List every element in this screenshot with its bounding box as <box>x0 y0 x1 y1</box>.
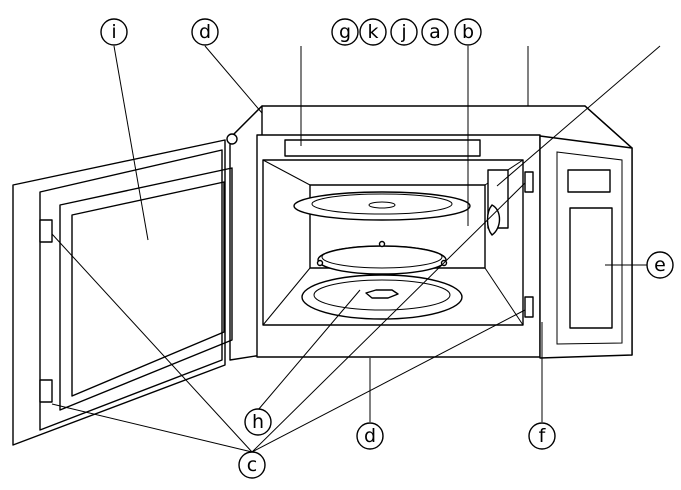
coupler <box>486 204 501 236</box>
door-window-frame <box>59 167 233 411</box>
callout-i: i <box>100 18 128 46</box>
callout-d-bottom: d <box>356 422 384 450</box>
svg-text:f: f <box>539 425 547 447</box>
svg-text:h: h <box>252 411 264 433</box>
svg-text:d: d <box>364 425 376 447</box>
svg-text:g: g <box>339 21 351 43</box>
latch-hole-upper <box>524 171 534 193</box>
keypad-area <box>569 207 613 329</box>
callout-f: f <box>528 422 556 450</box>
door-hinge-top <box>226 133 238 145</box>
callout-g: g <box>331 18 359 46</box>
callout-b: b <box>454 18 482 46</box>
svg-text:b: b <box>462 21 474 43</box>
latch-hook-upper <box>39 219 53 243</box>
glass-tray <box>293 191 471 221</box>
grill-strip <box>284 139 481 157</box>
svg-text:d: d <box>199 21 211 43</box>
latch-hook-lower <box>39 379 53 403</box>
callout-e: e <box>646 251 674 279</box>
display-window <box>567 169 611 193</box>
turntable-floor <box>301 274 463 320</box>
door-window <box>71 181 225 397</box>
callout-h: h <box>244 408 272 436</box>
latch-hole-lower <box>524 296 534 318</box>
roller-ring-body <box>317 245 447 275</box>
callout-k: k <box>359 18 387 46</box>
svg-text:e: e <box>654 254 666 276</box>
svg-text:a: a <box>429 21 441 43</box>
callouts: i d g k j a b e <box>100 18 674 479</box>
control-panel <box>539 135 633 359</box>
svg-text:i: i <box>111 21 116 43</box>
turntable-shaft <box>365 289 399 299</box>
glass-tray-rim <box>293 191 471 221</box>
callout-d-top: d <box>191 18 219 46</box>
svg-text:k: k <box>367 21 378 43</box>
door-bezel <box>39 149 223 431</box>
oven-door <box>12 133 238 446</box>
leader-lines <box>51 45 661 453</box>
svg-text:c: c <box>247 454 257 476</box>
callout-a: a <box>421 18 449 46</box>
door-outer <box>12 139 226 446</box>
callout-c: c <box>238 451 266 479</box>
svg-text:j: j <box>400 21 406 43</box>
callout-j: j <box>390 18 418 46</box>
